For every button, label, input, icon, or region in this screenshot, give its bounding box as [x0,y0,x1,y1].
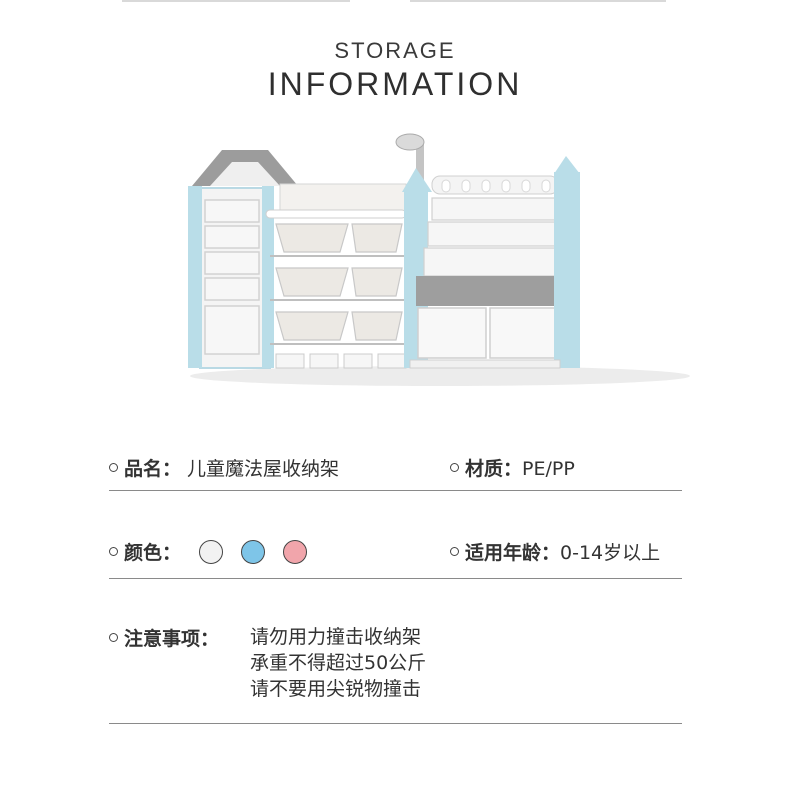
note-item: 承重不得超过50公斤 [250,652,427,674]
bullet-circle-icon [450,463,459,472]
color-swatch-pink [283,539,308,564]
color-swatch-white [199,539,224,564]
top-divider-left [122,0,350,2]
divider [109,490,682,491]
color-label: 颜色： [124,542,182,564]
color-swatch-blue [241,539,266,564]
bullet-circle-icon [109,547,118,556]
product-name-label: 品名： [124,458,182,480]
notes-row: 注意事项： [109,624,219,651]
product-name-row: 品名：儿童魔法屋收纳架 [109,454,339,481]
age-row: 适用年龄：0-14岁以上 [450,538,660,565]
storage-rack-image [188,133,690,386]
notes-list: 请勿用力撞击收纳架 承重不得超过50公斤 请不要用尖锐物撞击 [250,624,426,702]
product-name-value: 儿童魔法屋收纳架 [187,458,340,480]
title-storage: STORAGE [334,38,456,63]
bullet-circle-icon [109,463,118,472]
note-item: 请勿用力撞击收纳架 [250,626,422,648]
material-value: PE/PP [522,458,575,480]
bullet-circle-icon [109,633,118,642]
divider [109,578,682,579]
material-row: 材质：PE/PP [450,454,575,481]
divider [109,723,682,724]
color-row: 颜色： [109,538,308,566]
note-item: 请不要用尖锐物撞击 [250,678,422,700]
top-divider-right [410,0,666,2]
material-label: 材质： [465,458,523,480]
bullet-circle-icon [450,547,459,556]
notes-label: 注意事项： [124,628,220,650]
age-label: 适用年龄： [465,542,561,564]
title-information: INFORMATION [267,66,523,102]
age-value: 0-14岁以上 [560,542,661,564]
